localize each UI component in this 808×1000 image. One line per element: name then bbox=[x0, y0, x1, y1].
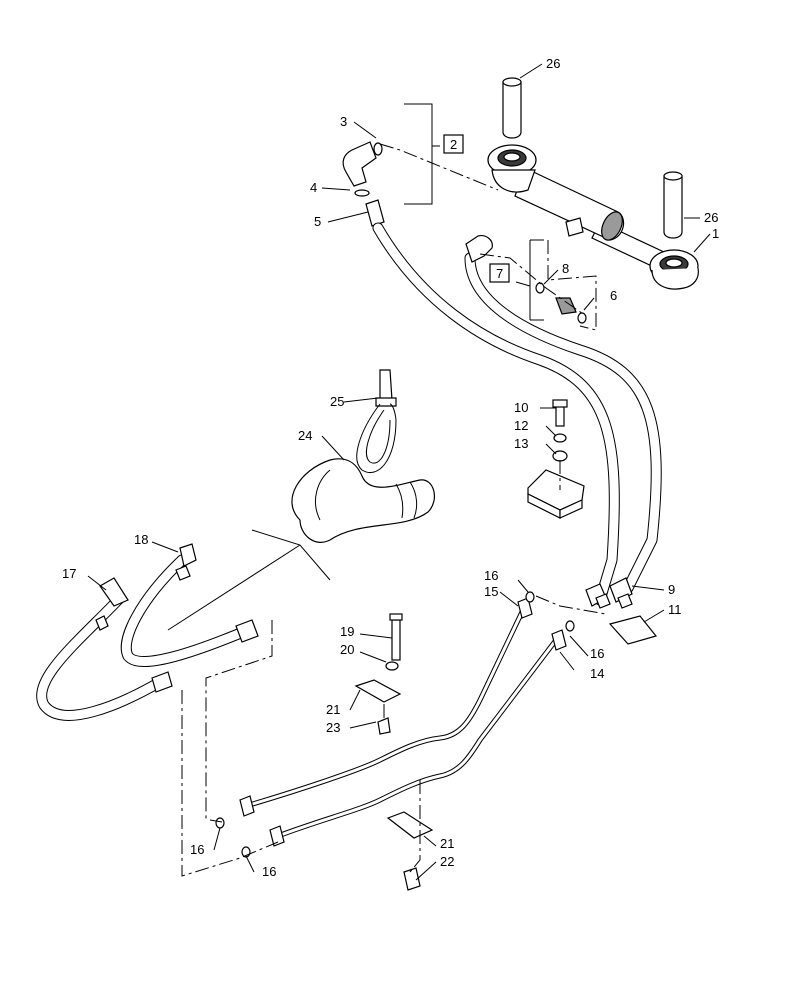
callout-2-box bbox=[443, 134, 464, 154]
callout-13: 13 bbox=[514, 436, 528, 451]
callout-10: 10 bbox=[514, 400, 528, 415]
lock-washer-12 bbox=[553, 433, 567, 443]
callout-2: 2 bbox=[450, 137, 457, 152]
callout-8: 8 bbox=[562, 261, 569, 276]
hose-assembly-left bbox=[36, 543, 259, 721]
callout-3: 3 bbox=[340, 114, 347, 129]
protective-sleeve-24 bbox=[291, 458, 436, 543]
callout-16-top: 16 bbox=[484, 568, 498, 583]
callout-16-lower-left: 16 bbox=[190, 842, 204, 857]
callout-23: 23 bbox=[326, 720, 340, 735]
nut-20 bbox=[385, 661, 399, 671]
callout-21-lower: 21 bbox=[440, 836, 454, 851]
callout-9: 9 bbox=[668, 582, 675, 597]
callout-5: 5 bbox=[314, 214, 321, 229]
clamp-plate-21b bbox=[386, 811, 434, 839]
fittings-6-8 bbox=[535, 282, 587, 324]
spacer-22 bbox=[403, 867, 421, 891]
callout-1: 1 bbox=[712, 226, 719, 241]
fitting-5 bbox=[365, 199, 385, 227]
clamp-plate-21 bbox=[354, 679, 402, 703]
callout-16-right: 16 bbox=[590, 646, 604, 661]
cylinder-hoses bbox=[372, 222, 662, 609]
hose-clamp-25 bbox=[356, 369, 397, 473]
callout-7-box bbox=[489, 263, 510, 283]
callout-labels: 26 3 2 4 5 26 1 7 8 6 25 10 12 24 13 18 … bbox=[62, 56, 719, 879]
bolt-10 bbox=[552, 399, 568, 427]
pin-lower bbox=[663, 171, 683, 239]
spacer-23 bbox=[377, 717, 391, 735]
callout-14: 14 bbox=[590, 666, 604, 681]
elbow-fitting-upper bbox=[342, 141, 383, 197]
callout-15: 15 bbox=[484, 584, 498, 599]
pin-upper bbox=[502, 77, 522, 139]
clip-11 bbox=[608, 615, 658, 645]
callout-7: 7 bbox=[496, 266, 503, 281]
callout-6: 6 bbox=[610, 288, 617, 303]
callout-21-upper: 21 bbox=[326, 702, 340, 717]
bracket bbox=[527, 469, 585, 519]
callout-19: 19 bbox=[340, 624, 354, 639]
callout-22: 22 bbox=[440, 854, 454, 869]
center-lines bbox=[181, 143, 607, 877]
leader-lines bbox=[87, 63, 711, 881]
callout-18: 18 bbox=[134, 532, 148, 547]
callout-24: 24 bbox=[298, 428, 312, 443]
callout-11: 11 bbox=[668, 602, 682, 617]
callout-12: 12 bbox=[514, 418, 528, 433]
callout-20: 20 bbox=[340, 642, 354, 657]
callout-17: 17 bbox=[62, 566, 76, 581]
bolt-19 bbox=[389, 613, 403, 661]
group-brackets bbox=[404, 103, 544, 321]
callout-16-bottom: 16 bbox=[262, 864, 276, 879]
callout-26-lower: 26 bbox=[704, 210, 718, 225]
callout-25: 25 bbox=[330, 394, 344, 409]
callout-26-upper: 26 bbox=[546, 56, 560, 71]
hydraulic-cylinder bbox=[487, 144, 699, 290]
callout-4: 4 bbox=[310, 180, 317, 195]
